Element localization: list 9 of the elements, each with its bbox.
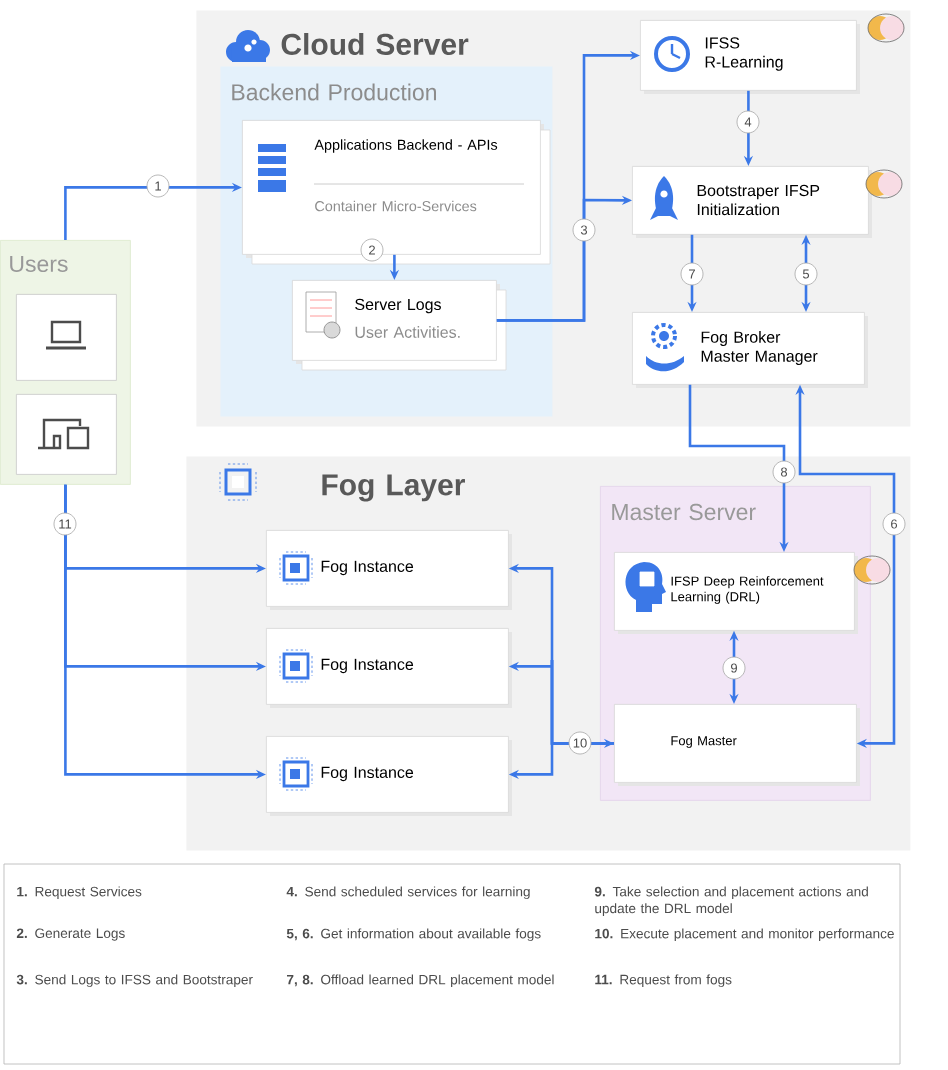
device-box xyxy=(16,394,117,475)
device-box xyxy=(16,294,117,381)
component-box: Fog Instance xyxy=(266,628,512,708)
component-box: IFSS R-Learning xyxy=(640,20,860,94)
component-box: Server Logs User Activities. xyxy=(292,280,507,371)
component-box: Fog Instance xyxy=(266,736,512,816)
component-box: Fog Broker Master Manager xyxy=(632,312,868,388)
component-box: Bootstraper IFSP Initialization xyxy=(632,166,872,238)
component-box: Fog Instance xyxy=(266,530,512,610)
